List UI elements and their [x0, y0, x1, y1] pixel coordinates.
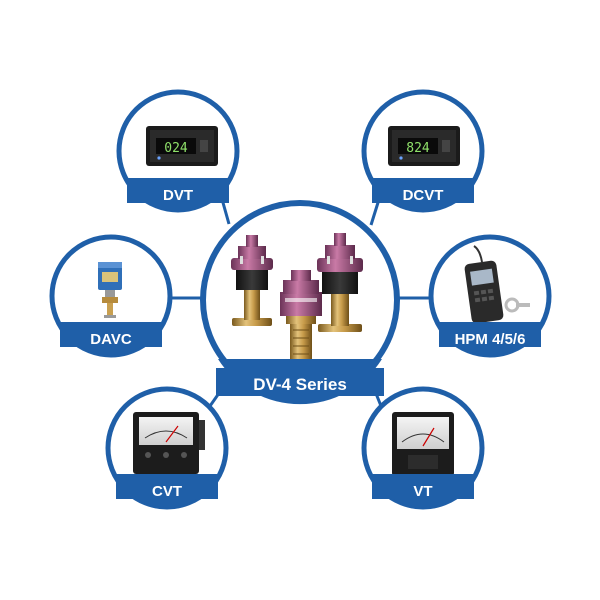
node-dcvt: 824 DCVT [361, 89, 485, 213]
vacuum-gauge-tubes-icon [231, 233, 363, 362]
digital-panel-meter-icon: 024 [146, 126, 218, 166]
node-dcvt-label: DCVT [403, 187, 444, 204]
node-dvt-label: DVT [163, 187, 193, 204]
dvt-display: 024 [164, 141, 188, 156]
node-cvt: CVT [105, 386, 229, 510]
center-label: DV-4 Series [253, 375, 347, 394]
node-hpm-label: HPM 4/5/6 [455, 331, 526, 348]
node-cvt-label: CVT [152, 483, 182, 500]
node-hpm: HPM 4/5/6 [428, 234, 552, 358]
digital-panel-meter-icon: 824 [388, 126, 460, 166]
node-vt-label: VT [413, 483, 432, 500]
analog-meter-with-knobs-icon [133, 412, 205, 474]
node-davc-label: DAVC [90, 331, 132, 348]
handheld-meter-icon [464, 245, 530, 324]
dcvt-display: 824 [406, 141, 430, 156]
analog-panel-meter-icon [392, 412, 454, 476]
vacuum-controller-valve-icon [98, 262, 122, 318]
node-dvt: 024 DVT [116, 89, 240, 213]
node-vt: VT [361, 386, 485, 510]
node-davc: DAVC [49, 234, 173, 358]
center-node: DV-4 Series [200, 200, 400, 405]
